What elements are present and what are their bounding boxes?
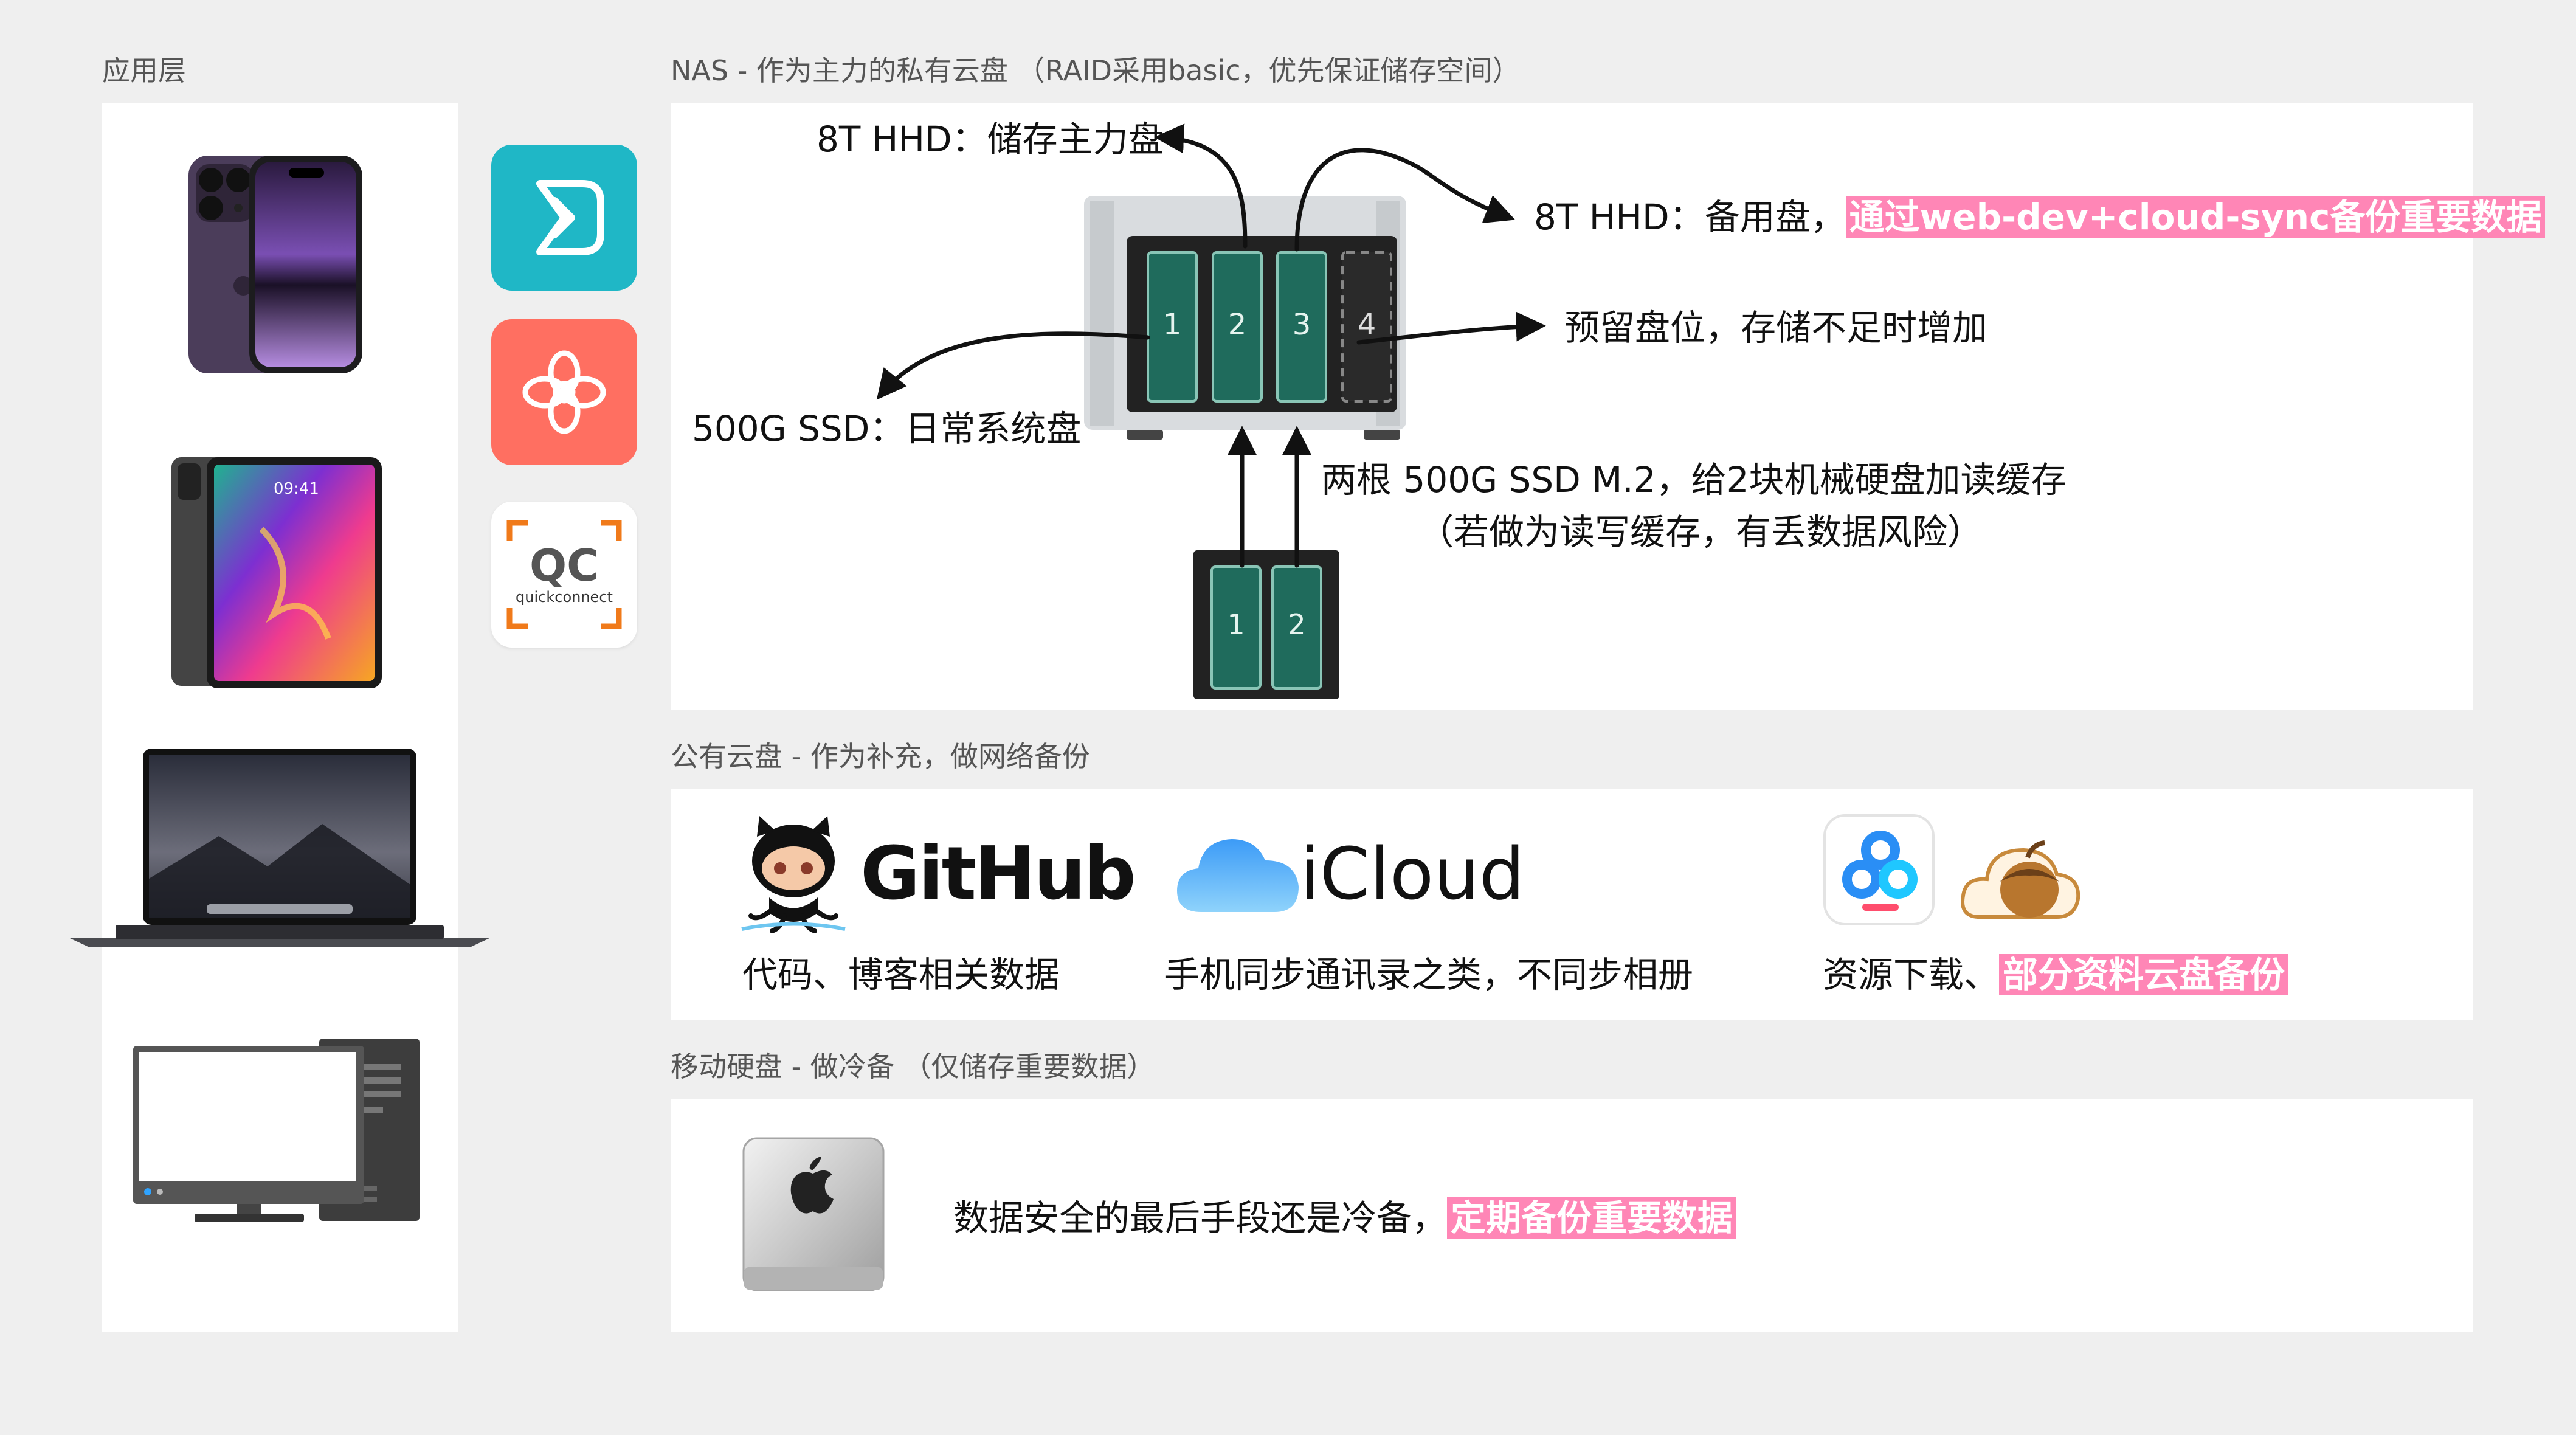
label-disk-backup-highlight: 通过web-dev+cloud-sync备份重要数据 (1845, 196, 2546, 238)
nas-bay-2: 2 (1212, 251, 1263, 403)
baidu-desc-highlight: 部分资料云盘备份 (1999, 954, 2289, 995)
arrow-bay4-to-reserved (1356, 311, 1546, 345)
mobile-disk-panel: 数据安全的最后手段还是冷备，定期备份重要数据 (671, 1099, 2473, 1332)
app-layer-label: 应用层 (102, 54, 186, 87)
label-m2-cache: 两根 500G SSD M.2，给2块机械硬盘加读缓存 (1321, 459, 2067, 500)
qc-sub: quickconnect (516, 589, 613, 606)
nas-bay-3: 3 (1276, 251, 1327, 403)
label-m2-warning: （若做为读写缓存，有丢数据风险） (1418, 511, 1983, 553)
public-cloud-section-label: 公有云盘 - 作为补充，做网络备份 (671, 740, 1090, 773)
bay-4-label: 4 (1358, 308, 1376, 342)
quickconnect-icon: QC quickconnect (491, 502, 637, 648)
github-octocat-icon (741, 816, 846, 933)
arrow-bay1-to-ssd (876, 331, 1150, 400)
baidu-desc: 资源下载、部分资料云盘备份 (1823, 946, 2289, 997)
synology-drive-icon (491, 145, 637, 291)
icloud-icon (1177, 839, 1299, 912)
cold-backup-desc-text: 数据安全的最后手段还是冷备， (953, 1197, 1448, 1239)
ipad-time: 09:41 (274, 480, 319, 498)
baidu-desc-text: 资源下载、 (1823, 954, 2000, 995)
arrow-bay3-to-backup (1294, 148, 1516, 252)
qc-letters: QC (530, 540, 599, 591)
label-reserved-bay: 预留盘位，存储不足时增加 (1564, 307, 1988, 348)
public-cloud-panel: GitHub 代码、博客相关数据 iCloud 手机同步通讯录之类，不同步相册 … (671, 789, 2473, 1020)
m2-slot-1-label: 1 (1227, 608, 1245, 641)
icloud-desc: 手机同步通讯录之类，不同步相册 (1164, 954, 1694, 995)
icloud-wordmark: iCloud (1300, 832, 1525, 916)
nas-section-label: NAS - 作为主力的私有云盘 （RAID采用basic，优先保证储存空间） (671, 54, 1521, 87)
synology-photos-icon (491, 319, 637, 465)
bay-1-label: 1 (1163, 308, 1182, 342)
bay-3-label: 3 (1293, 308, 1311, 342)
external-drive-icon (742, 1137, 885, 1292)
macbook-icon (70, 749, 489, 947)
acorn-cloud-icon (1961, 840, 2080, 919)
desktop-pc-icon (133, 1039, 420, 1222)
mobile-disk-section-label: 移动硬盘 - 做冷备 （仅储存重要数据） (671, 1050, 1155, 1083)
github-wordmark: GitHub (860, 832, 1136, 916)
iphone-icon (188, 156, 362, 373)
ipad-icon: 09:41 (171, 457, 382, 688)
github-desc: 代码、博客相关数据 (742, 954, 1060, 995)
label-disk-backup: 8T HHD：备用盘，通过web-dev+cloud-sync备份重要数据 (1534, 188, 2546, 240)
arrow-bay2-to-main (1154, 123, 1248, 249)
label-ssd-system: 500G SSD：日常系统盘 (692, 408, 1082, 449)
m2-module: 1 2 (1193, 550, 1339, 699)
cold-backup-highlight: 定期备份重要数据 (1447, 1197, 1737, 1239)
bay-2-label: 2 (1228, 308, 1247, 342)
nas-diagram: 1 2 3 4 1 2 (876, 123, 1546, 699)
m2-slot-2-label: 2 (1288, 608, 1305, 641)
label-disk-backup-text: 8T HHD：备用盘， (1534, 196, 1846, 238)
nas-bay-1: 1 (1147, 251, 1198, 403)
baidu-netdisk-icon (1823, 814, 1935, 925)
cold-backup-desc: 数据安全的最后手段还是冷备，定期备份重要数据 (953, 1189, 1737, 1240)
nas-panel: 1 2 3 4 1 2 8T (671, 103, 2546, 710)
nas-bay-4: 4 (1341, 251, 1392, 403)
label-disk-main: 8T HHD：储存主力盘 (817, 119, 1164, 160)
